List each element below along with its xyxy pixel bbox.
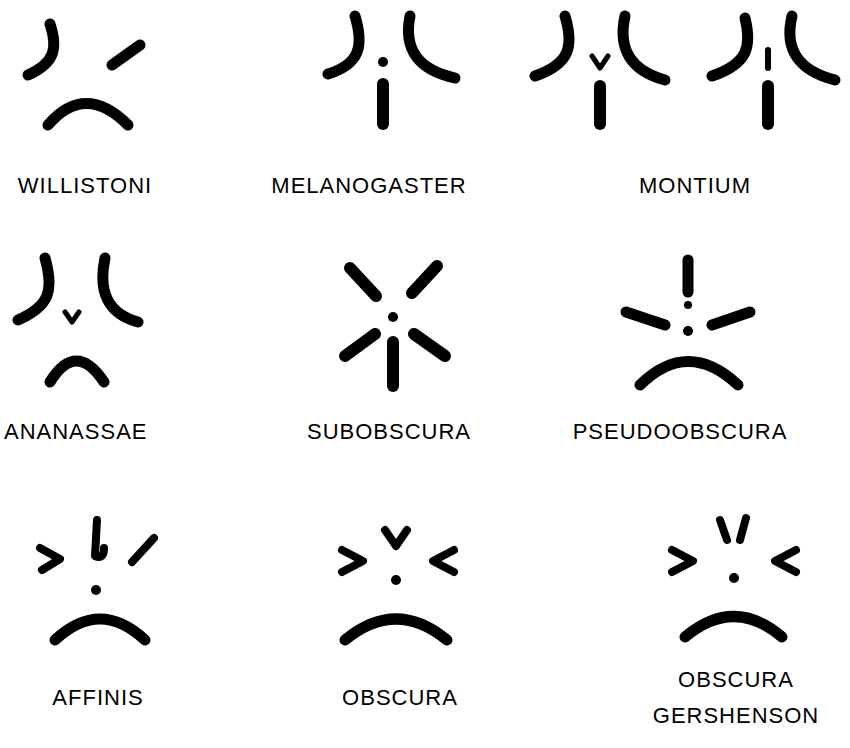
species-label: MELANOGASTER (271, 168, 466, 204)
species-label: MONTIUM (639, 168, 751, 204)
melanogaster-karyotype (328, 16, 455, 124)
species-label: WILLISTONI (18, 168, 152, 204)
species-label: AFFINIS (52, 680, 143, 716)
obscura-gershenson-karyotype (672, 518, 796, 637)
affinis-karyotype (40, 520, 154, 640)
ananassae-karyotype (18, 258, 138, 382)
species-label: SUBOBSCURA (307, 414, 471, 450)
species-label: PSEUDOOBSCURA (573, 414, 788, 450)
species-label: OBSCURA GERSHENSON (653, 662, 819, 734)
species-label: OBSCURA (342, 680, 458, 716)
species-label: ANANASSAE (4, 414, 148, 450)
pseudoobscura-karyotype (626, 260, 750, 385)
willistoni-karyotype (28, 24, 140, 125)
subobscura-karyotype (345, 266, 445, 386)
montium-karyotype (535, 16, 835, 124)
obscura-karyotype (342, 530, 454, 640)
